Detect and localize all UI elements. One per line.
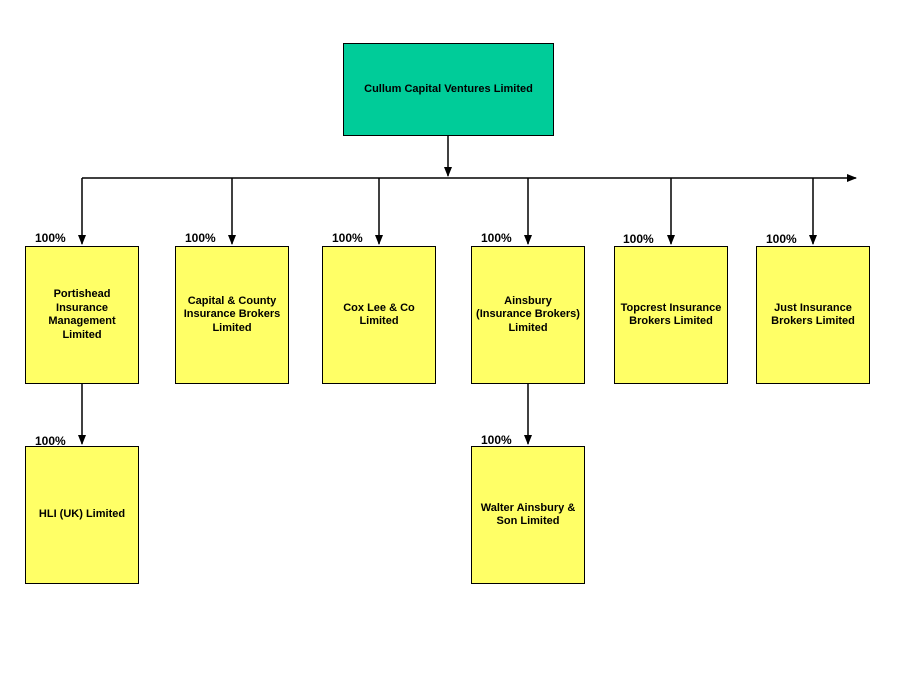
parent-company-name: Cullum Capital Ventures Limited [364, 82, 533, 95]
ownership-label-hli: 100% [35, 434, 66, 448]
subsidiary-name: Ainsbury (Insurance Brokers) Limited [476, 294, 580, 334]
subsidiary-box-just-insurance: Just Insurance Brokers Limited [756, 246, 870, 384]
subsidiary-name: Cox Lee & Co Limited [343, 301, 415, 328]
subsidiary-box-topcrest: Topcrest Insurance Brokers Limited [614, 246, 728, 384]
subsidiary-box-capital-county: Capital & County Insurance Brokers Limit… [175, 246, 289, 384]
subsidiary-box-ainsbury: Ainsbury (Insurance Brokers) Limited [471, 246, 585, 384]
subsidiary-name: Just Insurance Brokers Limited [771, 301, 855, 328]
subsidiary-box-cox-lee: Cox Lee & Co Limited [322, 246, 436, 384]
subsidiary-name: Walter Ainsbury & Son Limited [480, 501, 576, 528]
subsidiary-name: Topcrest Insurance Brokers Limited [620, 301, 722, 328]
subsidiary-box-portishead: Portishead Insurance Management Limited [25, 246, 139, 384]
subsidiary-name: Portishead Insurance Management Limited [48, 288, 116, 341]
subsidiary-box-hli: HLI (UK) Limited [25, 446, 139, 584]
subsidiary-box-walter-ainsbury: Walter Ainsbury & Son Limited [471, 446, 585, 584]
ownership-label-just-insurance: 100% [766, 232, 797, 246]
subsidiary-name: Capital & County Insurance Brokers Limit… [183, 294, 281, 334]
ownership-label-capital-county: 100% [185, 231, 216, 245]
ownership-label-topcrest: 100% [623, 232, 654, 246]
parent-company-box: Cullum Capital Ventures Limited [343, 43, 554, 136]
ownership-label-walter-ainsbury: 100% [481, 433, 512, 447]
subsidiary-name: HLI (UK) Limited [38, 508, 126, 521]
ownership-label-portishead: 100% [35, 231, 66, 245]
ownership-label-cox-lee: 100% [332, 231, 363, 245]
ownership-label-ainsbury: 100% [481, 231, 512, 245]
